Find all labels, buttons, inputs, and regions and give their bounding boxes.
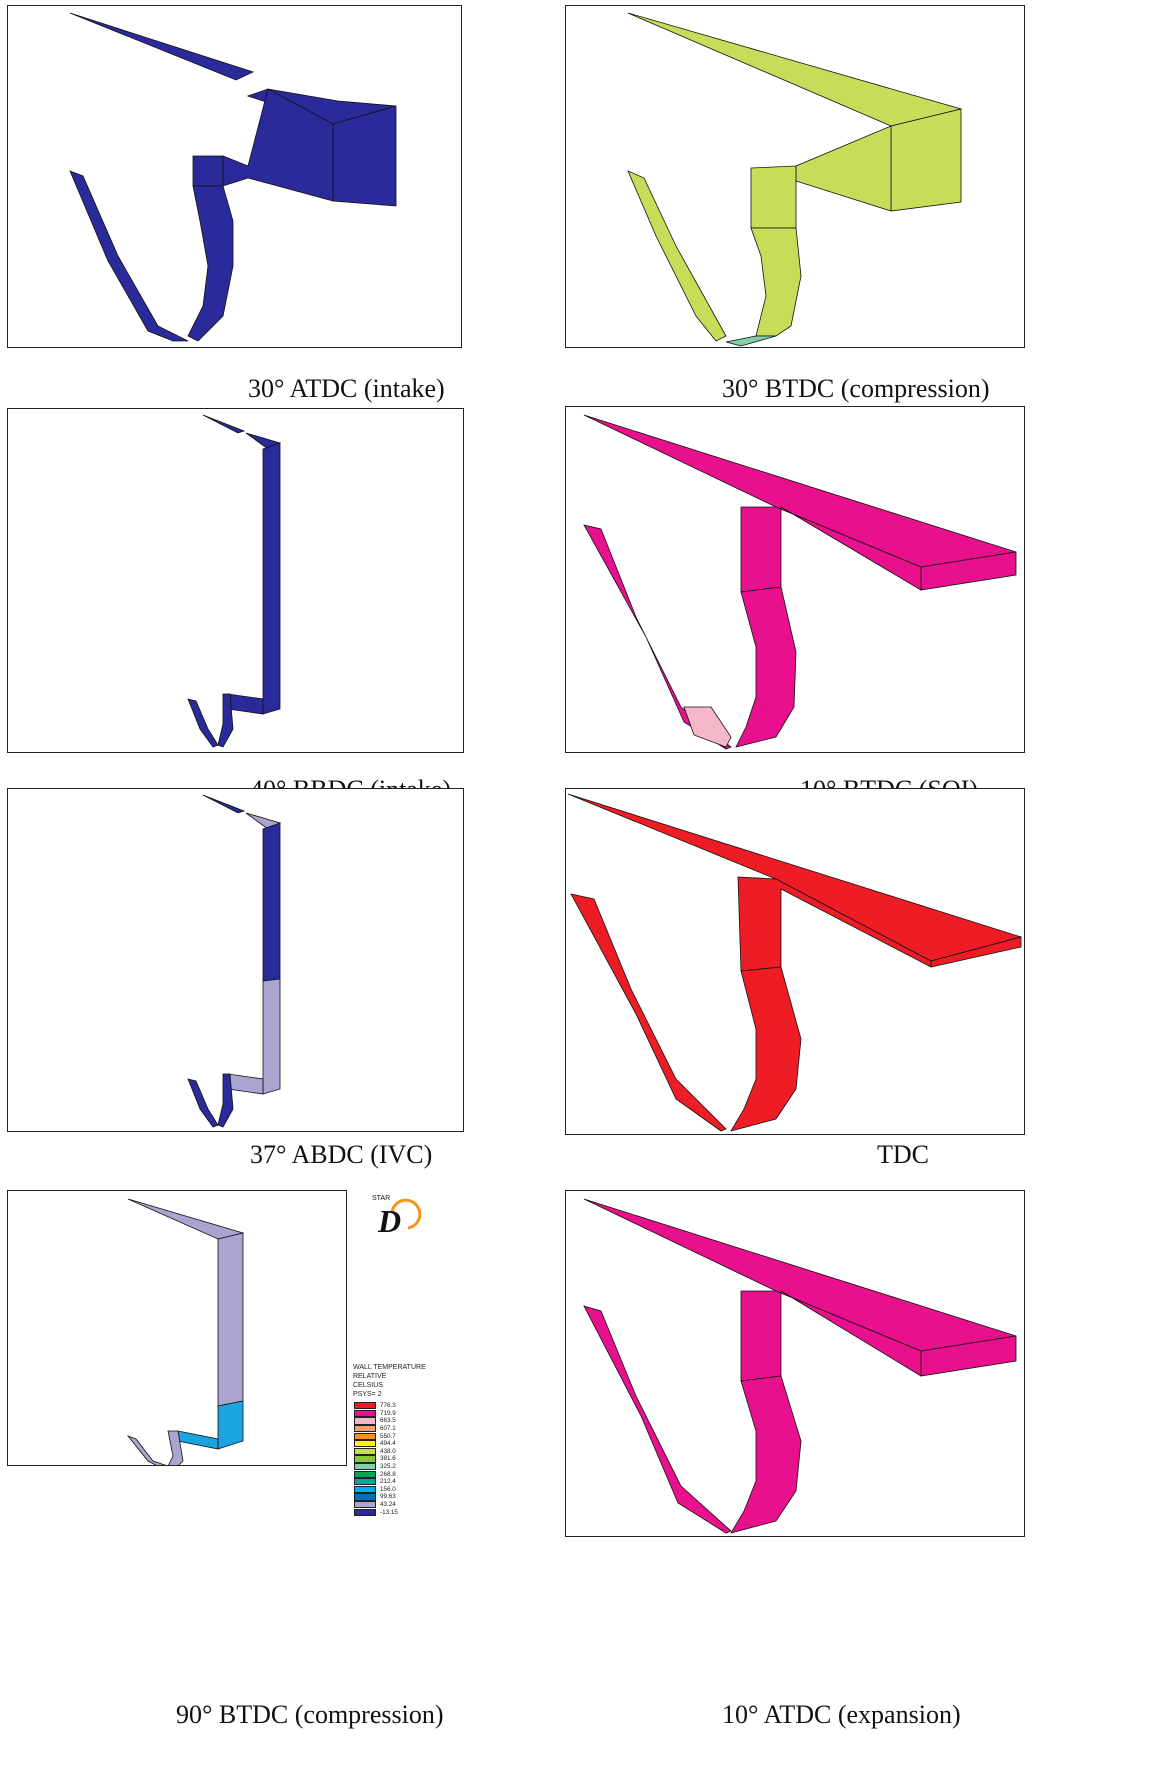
caption-tdc: TDC [877,1140,929,1169]
legend-value: -13.15 [380,1508,398,1516]
legend-color-swatch [354,1440,376,1448]
legend-color-swatch [354,1478,376,1486]
legend-color-swatch [354,1462,376,1471]
legend-entry: 212.4 [354,1478,398,1486]
svg-text:STAR: STAR [372,1195,390,1202]
legend-value: 156.0 [380,1485,396,1493]
legend-color-swatch [354,1402,376,1410]
legend-value: 268.8 [380,1470,396,1478]
caption-30-atdc: 30° ATDC (intake) [248,374,445,403]
legend-color-swatch [354,1493,376,1501]
legend-entry: 268.8 [354,1470,398,1478]
wall-geometry-90-btdc [126,1198,245,1465]
legend-entry: 663.5 [354,1417,398,1425]
star-cd-logo: STAR D [370,1190,430,1245]
legend-title-line: PSYS= 2 [353,1391,382,1398]
wall-geometry-10-btdc-soi [583,414,1017,750]
legend-entry: 607.1 [354,1424,398,1433]
caption-30-btdc: 30° BTDC (compression) [722,374,990,403]
star-cd-logo-icon: STAR D [372,1195,422,1239]
legend-entry: 99.63 [354,1493,398,1501]
legend-color-swatch [354,1424,376,1433]
caption-10-atdc: 10° ATDC (expansion) [722,1700,961,1729]
legend-value: 607.1 [380,1425,396,1433]
svg-text:D: D [377,1203,401,1239]
legend-value: 550.7 [380,1432,396,1440]
legend-entry: 156.0 [354,1485,398,1494]
legend-entry: 494.4 [354,1440,398,1448]
legend-color-swatch [354,1447,376,1455]
legend-entry: 550.7 [354,1432,398,1440]
panel-37-abdc-ivc [7,788,464,1132]
legend-entry: 719.9 [354,1409,398,1418]
legend-value: 719.9 [380,1409,396,1417]
panel-10-atdc-expansion [565,1190,1025,1537]
legend-entry: 776.3 [354,1402,398,1410]
legend-entry: 43.24 [354,1500,398,1509]
legend-value: 212.4 [380,1478,396,1486]
caption-90-btdc: 90° BTDC (compression) [176,1700,444,1729]
panel-tdc [565,788,1025,1135]
wall-geometry-tdc [567,793,1023,1132]
legend-color-swatch [354,1417,376,1425]
legend-value: 43.24 [380,1501,396,1509]
panel-10-btdc-soi [565,406,1025,753]
legend-value: 325.2 [380,1463,396,1471]
legend-title-line: WALL TEMPERATURE [353,1364,426,1371]
legend-color-swatch [354,1508,376,1516]
wall-geometry-10-atdc [583,1198,1017,1534]
panel-40-bbdc-intake [7,408,464,753]
wall-geometry-30-btdc [627,12,963,347]
legend-entry: 438.0 [354,1447,398,1456]
legend-value: 776.3 [380,1402,396,1410]
legend-color-swatch [354,1470,376,1478]
legend-value: 381.6 [380,1455,396,1463]
legend-entry: 381.6 [354,1455,398,1463]
panel-90-btdc-compression [7,1190,347,1466]
legend-color-swatch [354,1485,376,1493]
legend-entry: -13.15 [354,1508,398,1516]
legend-title-line: RELATIVE [353,1373,387,1380]
wall-geometry-30-atdc [69,12,397,342]
legend-title-line: CELSIUS [353,1382,383,1389]
legend-value: 494.4 [380,1440,396,1448]
wall-geometry-40-bbdc [187,414,282,748]
legend-value: 438.0 [380,1447,396,1455]
wall-geometry-37-abdc [187,794,282,1128]
legend-color-swatch [354,1432,376,1440]
caption-37-abdc: 37° ABDC (IVC) [250,1140,433,1169]
panel-30-atdc-intake [7,5,462,348]
legend-entry: 325.2 [354,1462,398,1471]
legend-color-swatch [354,1409,376,1417]
temperature-legend-title: WALL TEMPERATURE RELATIVE CELSIUS PSYS= … [353,1363,426,1399]
legend-value: 663.5 [380,1417,396,1425]
legend-color-swatch [354,1500,376,1509]
panel-30-btdc-compression [565,5,1025,348]
legend-color-swatch [354,1455,376,1463]
legend-value: 99.63 [380,1493,396,1501]
